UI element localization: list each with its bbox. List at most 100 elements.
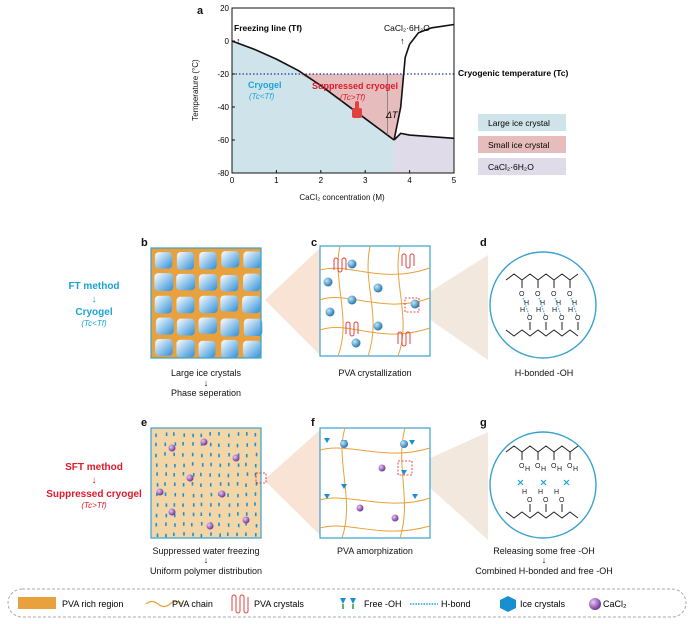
ice-crystal-cell xyxy=(243,251,262,269)
ice-crystal-dot xyxy=(165,513,168,518)
ice-crystal-dot xyxy=(165,432,168,437)
ice-crystal-cell xyxy=(242,295,261,314)
ice-crystal-dot xyxy=(219,463,222,468)
panel-label-g: g xyxy=(480,417,487,429)
cacl2-sphere xyxy=(391,514,399,522)
legend-pva-rich: PVA rich region xyxy=(62,599,123,609)
ice-crystal-dot xyxy=(218,502,220,507)
svg-text:H: H xyxy=(572,300,577,307)
svg-text:O: O xyxy=(543,315,549,322)
free-oh xyxy=(412,494,418,499)
svg-text:H: H xyxy=(557,466,562,473)
ice-crystal-dot xyxy=(200,483,202,487)
ice-nucleus xyxy=(323,277,333,287)
ice-crystal-cell xyxy=(198,274,218,291)
cacl2-sphere xyxy=(232,454,240,462)
delta-t-label: ΔT xyxy=(385,110,399,120)
free-oh xyxy=(401,470,407,475)
legend-pva-chain: PVA chain xyxy=(172,599,213,609)
panel-label-f: f xyxy=(311,417,315,429)
thumb-icon xyxy=(352,101,362,118)
zoom-cone-cd xyxy=(409,255,488,360)
ice-nucleus xyxy=(347,259,357,269)
ice-crystal-dot xyxy=(209,512,211,517)
legend-free-oh: Free -OH xyxy=(364,599,402,609)
sft-result: Suppressed cryogel xyxy=(46,489,142,500)
y-tick-label: -20 xyxy=(217,70,229,79)
ice-crystal-dot xyxy=(191,522,193,527)
svg-text:H: H xyxy=(552,307,557,314)
y-tick-label: 0 xyxy=(225,37,230,46)
ice-crystal-dot xyxy=(209,473,211,477)
ice-crystal-dot xyxy=(228,452,230,457)
legend-small-ice: Small ice crystal xyxy=(488,140,550,150)
free-oh xyxy=(409,440,415,445)
ice-crystal-cell xyxy=(154,273,174,292)
hexahydrate-arrow: ↑ xyxy=(400,36,405,46)
ice-crystal-dot xyxy=(182,503,184,507)
caption-c: PVA crystallization xyxy=(338,368,411,378)
pva-crystal xyxy=(397,331,411,347)
ice-crystal-cell xyxy=(154,295,172,314)
panel-label-a: a xyxy=(197,5,204,17)
ice-crystal-dot xyxy=(155,433,157,438)
ice-crystal-cell xyxy=(243,273,261,292)
zoom-cone-ef xyxy=(264,430,320,535)
ice-crystal-dot xyxy=(210,492,213,497)
freezing-arrow: ↑ xyxy=(236,36,241,46)
svg-text:O: O xyxy=(567,291,573,298)
caption-e1: Suppressed water freezing xyxy=(152,546,259,556)
cacl2-sphere xyxy=(218,490,226,498)
ice-crystal-dot xyxy=(192,433,194,438)
legend-h-bond: H-bond xyxy=(441,599,471,609)
ice-crystal-dot xyxy=(245,432,248,436)
ice-crystal-dot xyxy=(182,522,185,526)
caption-g1: Releasing some free -OH xyxy=(493,546,595,556)
ice-crystal-dot xyxy=(192,512,195,517)
cryogel-cond: (Tc<Tf) xyxy=(249,92,275,101)
ice-crystal-dot xyxy=(183,463,185,468)
ice-crystal-dot xyxy=(173,473,176,477)
ft-arrow: ↓ xyxy=(92,294,97,305)
ice-crystal-dot xyxy=(191,482,194,486)
svg-text:O: O xyxy=(567,463,573,470)
ice-crystal-cell xyxy=(176,318,195,336)
svg-text:H: H xyxy=(536,307,541,314)
ice-crystal-dot xyxy=(156,503,159,507)
ice-crystal-dot xyxy=(165,503,168,507)
ice-nucleus xyxy=(400,440,408,448)
ice-crystal-dot xyxy=(227,523,230,527)
svg-text:H: H xyxy=(540,300,545,307)
ice-crystal-dot xyxy=(191,452,194,457)
y-tick-label: -40 xyxy=(217,103,229,112)
panel-b-ice-network xyxy=(150,247,263,359)
legend-large-ice: Large ice crystal xyxy=(488,118,550,128)
ice-crystal-dot xyxy=(173,452,175,457)
pva-crystal xyxy=(333,257,347,273)
chart-lines xyxy=(231,23,455,141)
ice-crystal-dot xyxy=(209,483,212,487)
caption-e2: Uniform polymer distribution xyxy=(150,566,262,576)
ice-crystal-dot xyxy=(156,483,159,487)
ice-crystal-dot xyxy=(219,533,221,537)
cacl2-sphere xyxy=(242,516,250,524)
svg-text:O: O xyxy=(551,291,557,298)
ice-crystal-cell xyxy=(155,339,173,356)
ice-crystal-dot xyxy=(173,482,176,487)
ice-crystal-dot xyxy=(173,432,175,436)
svg-text:H: H xyxy=(522,489,527,496)
ice-crystal-dot xyxy=(246,472,249,476)
ice-crystal-dot xyxy=(173,513,176,518)
svg-text:O: O xyxy=(575,315,581,322)
ice-crystal-dot xyxy=(182,512,185,516)
x-tick-label: 2 xyxy=(319,176,324,185)
ice-crystal-dot xyxy=(237,432,240,436)
ice-crystal-dot xyxy=(254,463,257,468)
x-tick-label: 1 xyxy=(274,176,279,185)
ice-crystal-dot xyxy=(237,523,240,528)
svg-text:O: O xyxy=(559,497,565,504)
ice-crystal-dot xyxy=(209,432,211,436)
